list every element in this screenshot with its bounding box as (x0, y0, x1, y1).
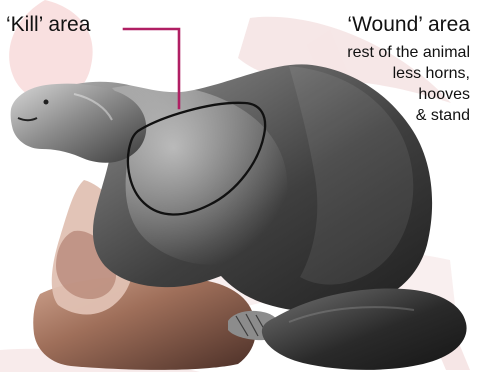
wound-area-line: hooves (347, 84, 470, 105)
wound-area-description: rest of the animal less horns, hooves & … (347, 42, 470, 126)
wound-area-title: ‘Wound’ area (347, 14, 470, 35)
eye-dot (44, 100, 49, 105)
kill-area-label: ‘Kill’ area (6, 14, 90, 35)
wound-area-line: rest of the animal (347, 42, 470, 63)
wound-area-line: less horns, (347, 63, 470, 84)
wound-area-line: & stand (347, 105, 470, 126)
